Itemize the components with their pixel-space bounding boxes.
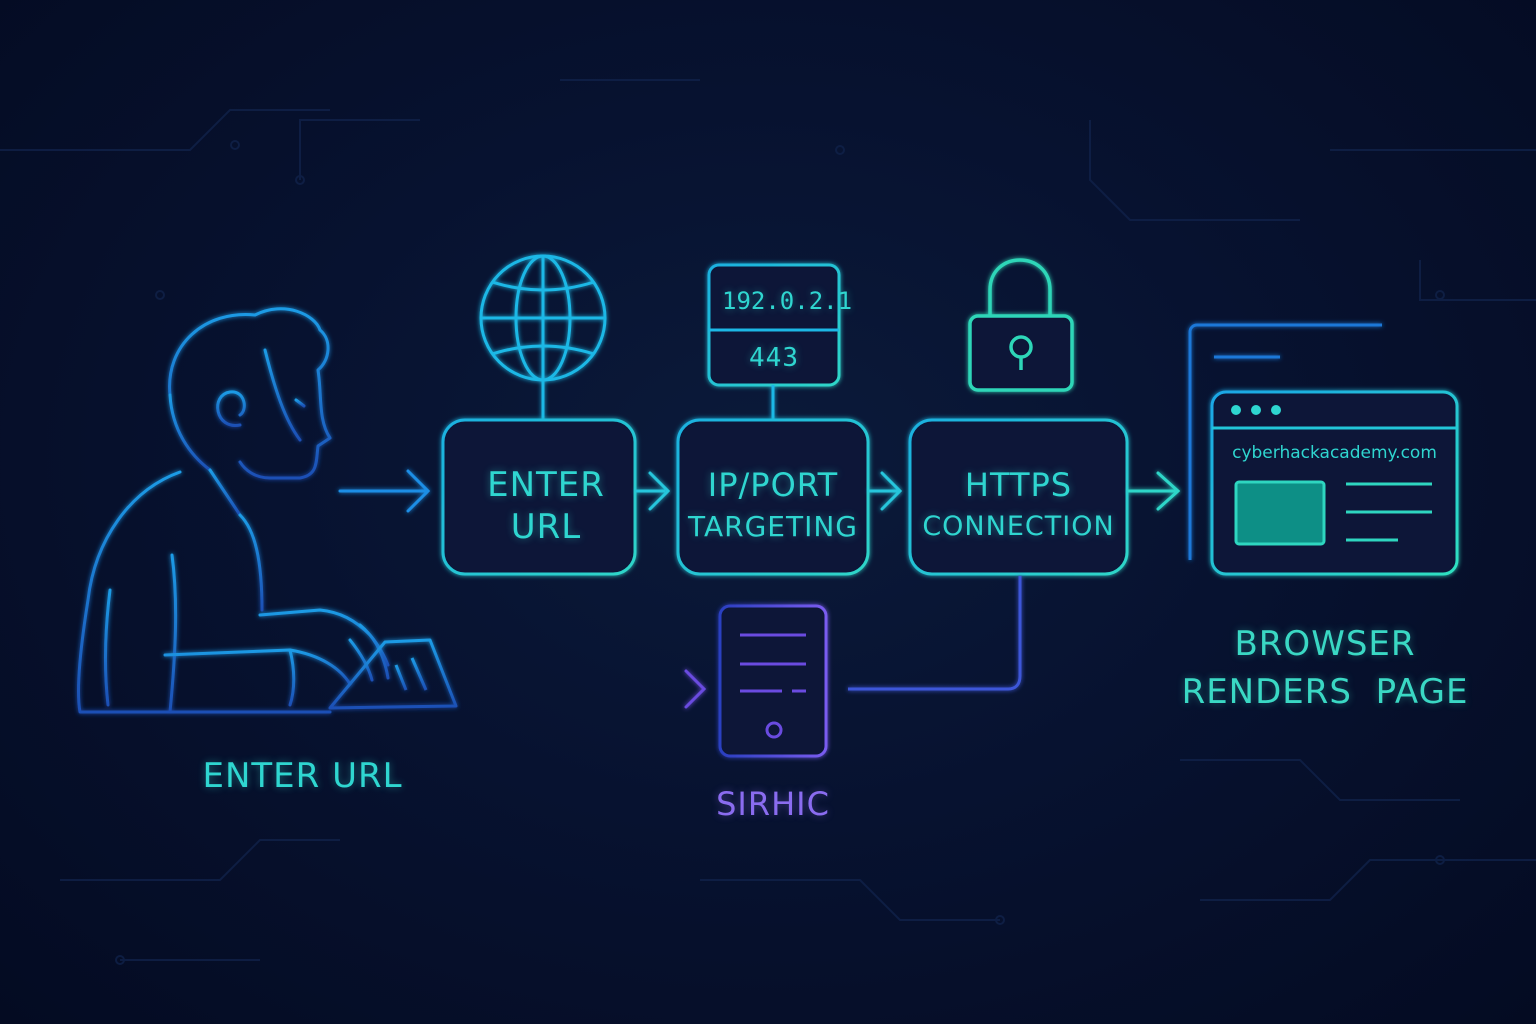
ip-port-line1: IP/PORT bbox=[707, 466, 839, 504]
enter-url-box-label: ENTER URL bbox=[443, 464, 649, 548]
browser-caption-line1: BROWSER bbox=[1234, 624, 1416, 664]
server-caption: SIRHIC bbox=[716, 785, 830, 823]
arrow-https-to-browser bbox=[1127, 471, 1181, 511]
browser-url-text: cyberhackacademy.com bbox=[1232, 443, 1437, 463]
ip-port-line2: TARGETING bbox=[688, 510, 858, 543]
enter-url-line1: ENTER bbox=[487, 465, 605, 505]
ip-port-box-label: IP/PORT TARGETING bbox=[678, 464, 868, 548]
browser-caption: BROWSER RENDERS PAGE bbox=[1160, 620, 1490, 716]
https-connection-box bbox=[908, 418, 1129, 576]
lock-icon bbox=[968, 258, 1074, 392]
arrow-enter-to-ip bbox=[635, 471, 671, 511]
https-line2: CONNECTION bbox=[922, 511, 1115, 542]
browser-window-icon bbox=[1188, 323, 1459, 576]
server-to-https-line bbox=[848, 576, 1022, 691]
enter-url-line2: URL bbox=[510, 507, 582, 547]
browser-caption-line2: RENDERS PAGE bbox=[1181, 672, 1469, 712]
circuit-background bbox=[0, 79, 1536, 965]
arrow-user-to-enter-url bbox=[338, 469, 431, 513]
user-caption: ENTER URL bbox=[202, 756, 403, 796]
https-line1: HTTPS bbox=[964, 466, 1073, 504]
globe-icon bbox=[479, 254, 607, 420]
server-icon bbox=[718, 604, 828, 758]
keyboard-icon bbox=[328, 638, 458, 710]
arrow-user-to-server bbox=[482, 669, 707, 709]
ip-port-targeting-box bbox=[676, 418, 870, 576]
user-typing-icon bbox=[76, 307, 390, 714]
ip-address-text: 192.0.2.1 bbox=[722, 287, 853, 315]
ip-port-panel bbox=[707, 263, 841, 420]
port-text: 443 bbox=[749, 343, 799, 373]
enter-url-box bbox=[441, 418, 637, 576]
https-box-label: HTTPS CONNECTION bbox=[910, 464, 1127, 548]
arrow-ip-to-https bbox=[868, 471, 903, 511]
